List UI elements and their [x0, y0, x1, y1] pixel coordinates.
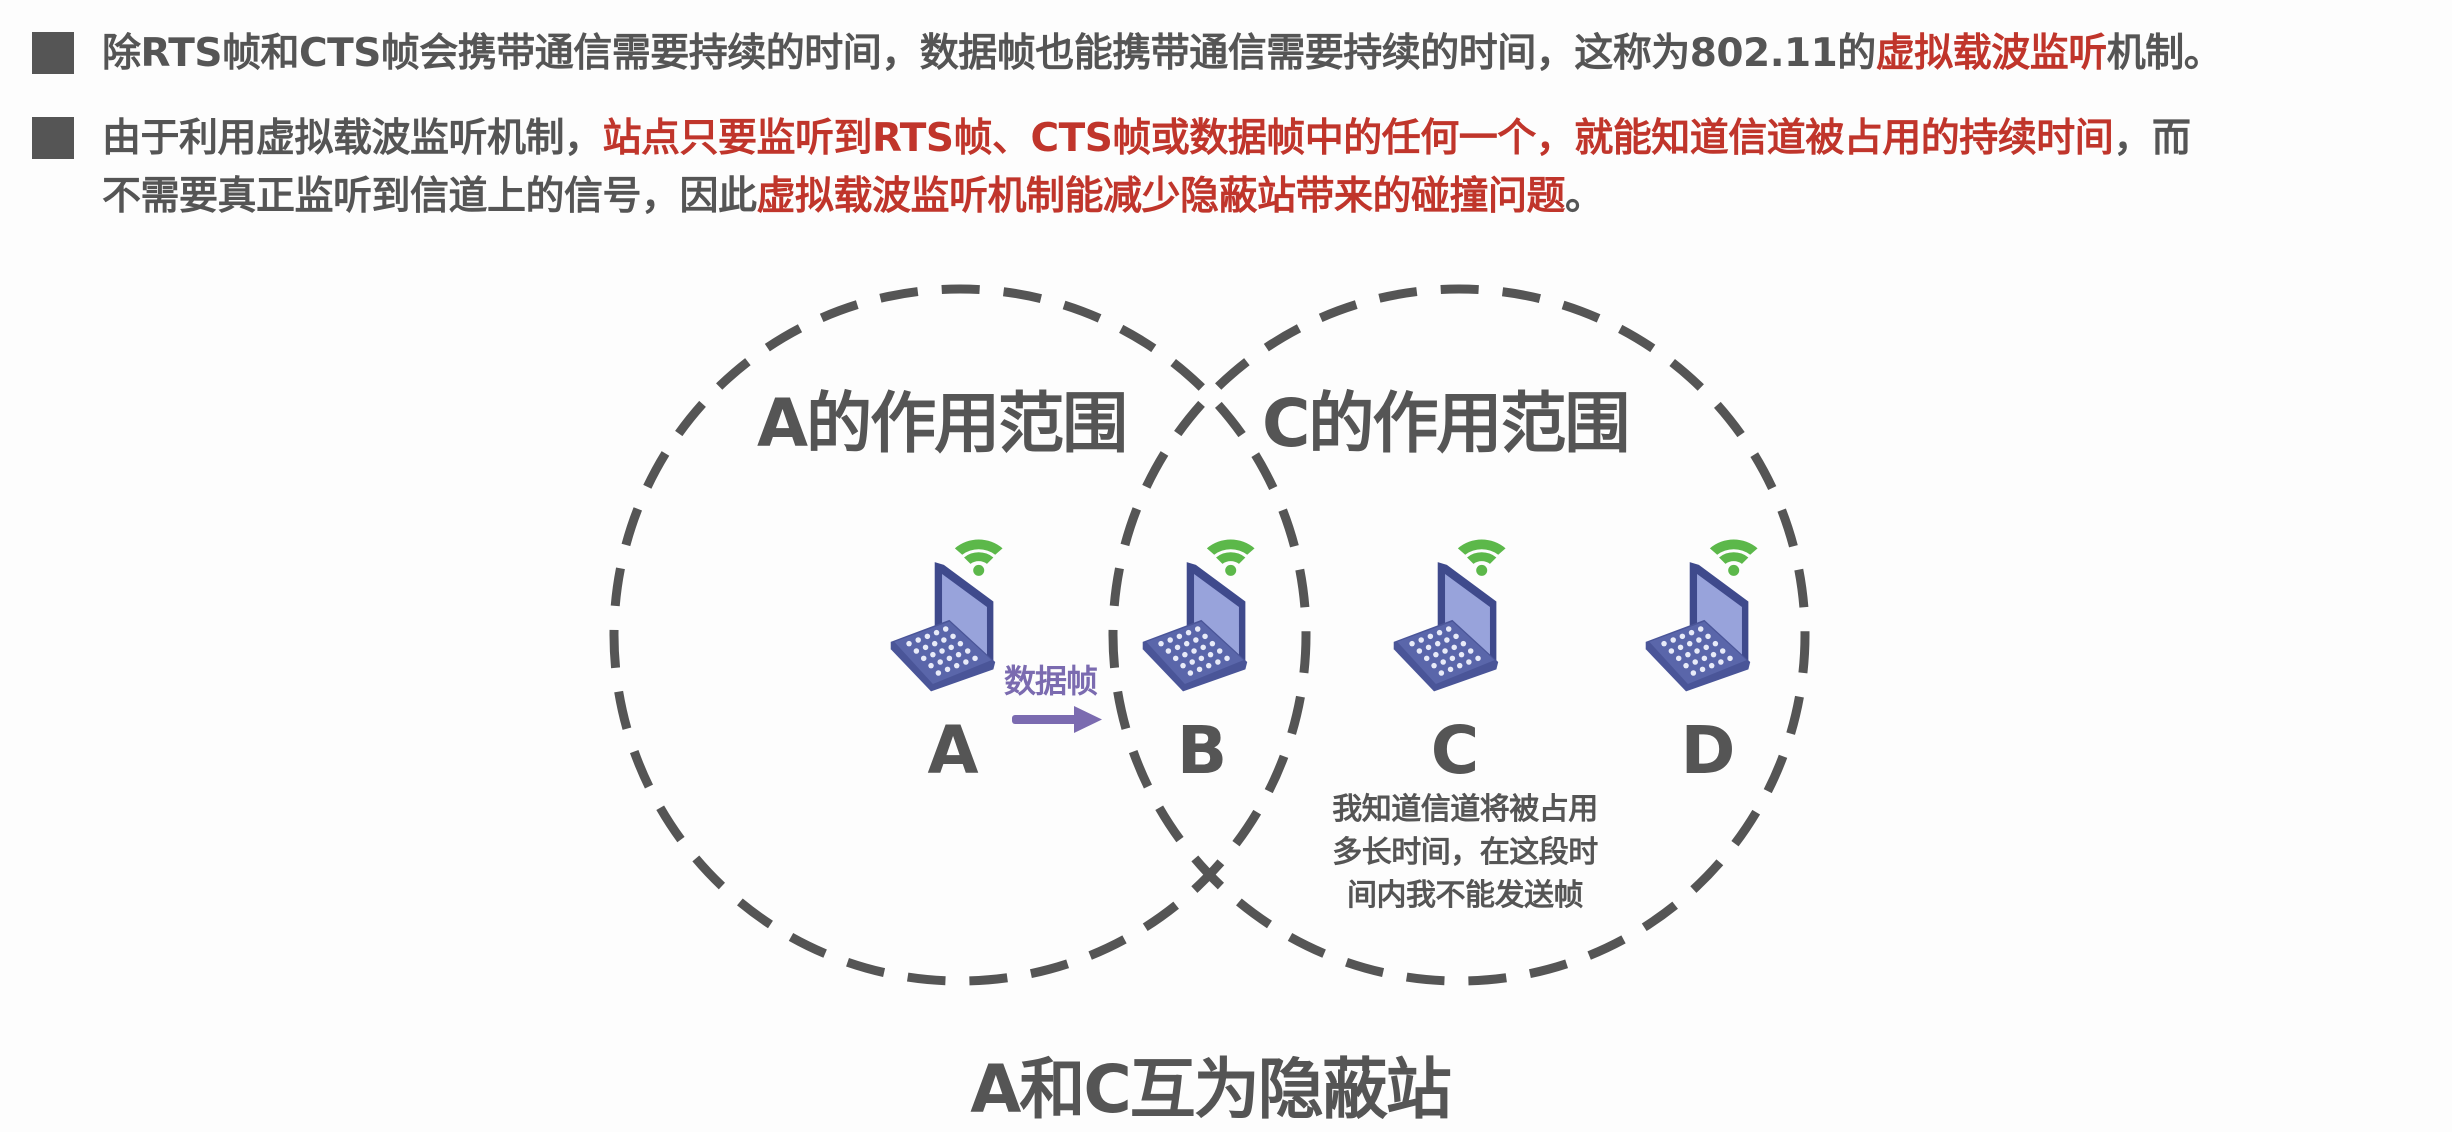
station-label-b: B	[1176, 712, 1228, 789]
text-segment: 。	[1565, 174, 1604, 219]
laptop-wifi-icon	[890, 539, 1003, 692]
text-segment: 由于利用虚拟载波监听机制，	[102, 116, 603, 161]
bullet-text-line: 不需要真正监听到信道上的信号，因此虚拟载波监听机制能减少隐蔽站带来的碰撞问题。	[102, 168, 2422, 226]
highlight-text: 虚拟载波监听机制能减少隐蔽站带来的碰撞问题	[756, 174, 1566, 219]
square-bullet-icon	[32, 117, 74, 159]
laptop-wifi-icon	[1645, 539, 1758, 692]
bullet-text-2: 由于利用虚拟载波监听机制，站点只要监听到RTS帧、CTS帧或数据帧中的任何一个，…	[102, 110, 2422, 226]
square-bullet-icon	[32, 32, 74, 74]
range-title-a: A的作用范围	[757, 385, 1128, 462]
text-segment: 除RTS帧和CTS帧会携带通信需要持续的时间，数据帧也能携带通信需要持续的时间，…	[102, 31, 1876, 76]
range-title-c: C的作用范围	[1262, 385, 1630, 462]
note-line: 间内我不能发送帧	[1347, 878, 1584, 913]
laptop-wifi-icon	[1142, 539, 1255, 692]
range-circle-c	[1108, 284, 1810, 986]
right-arrow-icon	[1012, 706, 1102, 733]
laptop-wifi-icon	[1393, 539, 1506, 692]
hidden-station-caption: A和C互为隐蔽站	[970, 1051, 1452, 1128]
data-frame-label: 数据帧	[1004, 662, 1098, 700]
station-label-c: C	[1430, 712, 1480, 789]
highlight-virtual-carrier-sense: 虚拟载波监听	[1875, 31, 2108, 76]
bullet-text-1: 除RTS帧和CTS帧会携带通信需要持续的时间，数据帧也能携带通信需要持续的时间，…	[102, 25, 2422, 83]
station-c-note: 我知道信道将被占用 多长时间，在这段时 间内我不能发送帧	[1305, 788, 1625, 917]
note-line: 我知道信道将被占用	[1332, 792, 1598, 827]
station-label-d: D	[1680, 712, 1736, 789]
station-label-a: A	[927, 712, 979, 789]
text-segment: 机制。	[2106, 31, 2223, 76]
highlight-text: 站点只要监听到RTS帧、CTS帧或数据帧中的任何一个，就能知道信道被占用的持续时…	[602, 116, 2114, 161]
bullet-text-line: 由于利用虚拟载波监听机制，站点只要监听到RTS帧、CTS帧或数据帧中的任何一个，…	[102, 110, 2422, 168]
text-segment: 不需要真正监听到信道上的信号，因此	[102, 174, 757, 219]
range-circle-a	[609, 284, 1311, 986]
text-segment: ，而	[2113, 116, 2191, 161]
note-line: 多长时间，在这段时	[1332, 835, 1598, 870]
